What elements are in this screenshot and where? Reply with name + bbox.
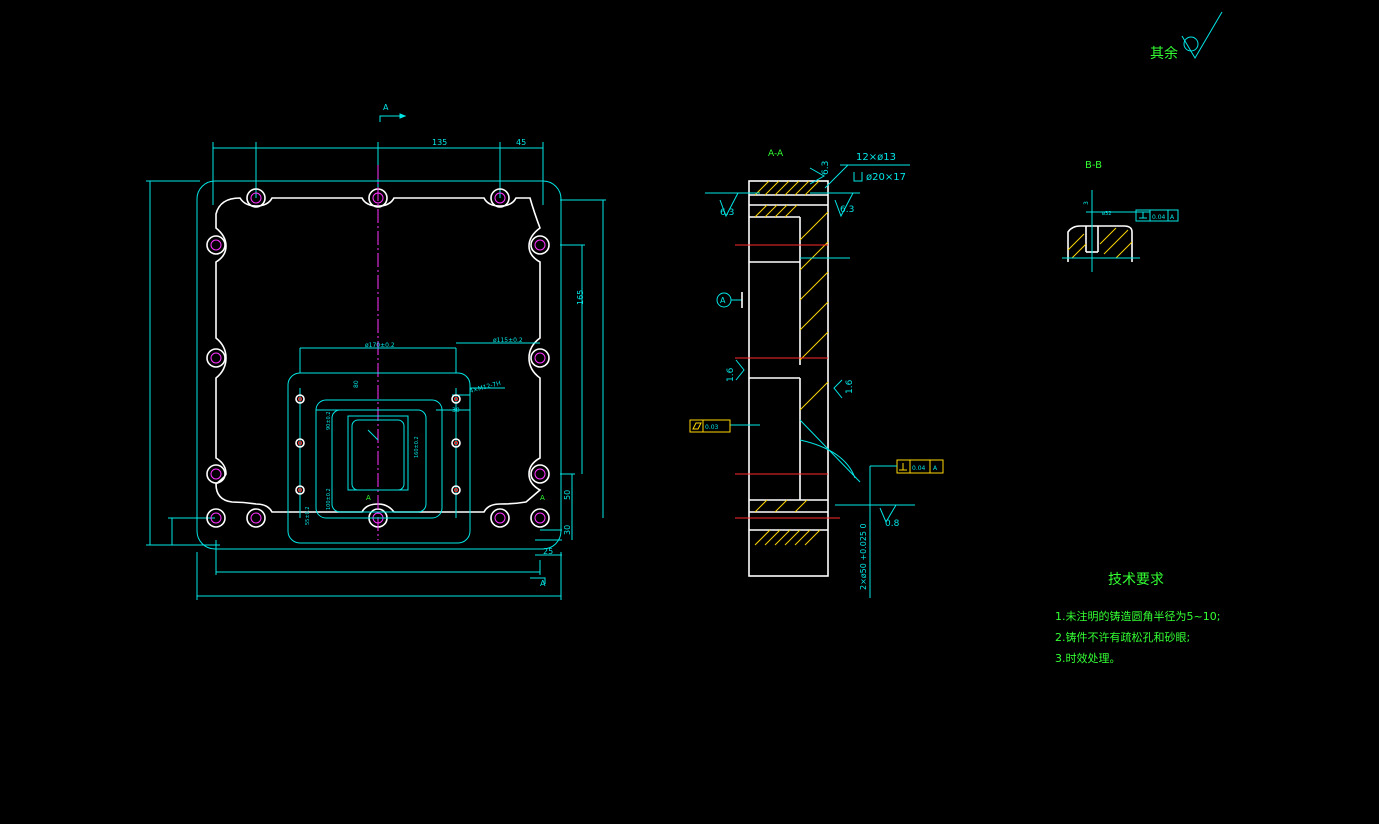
flatness-value: 0.03 [705,424,719,431]
tech-item-3: 3.时效处理。 [1055,651,1121,665]
detail-dimensions [1062,190,1150,272]
bore-dimension: 2×ø50 +0.025 0 [859,523,868,590]
dim-135: 135 [432,138,447,147]
dim-45: 45 [516,138,526,147]
dim-50: 50 [563,490,572,500]
tech-item-2: 2.铸件不许有疏松孔和砂眼; [1055,630,1190,644]
counterbore: ø20×17 [866,172,906,183]
boss-holes [295,394,461,495]
detail-perpendicularity-icon [1139,212,1147,219]
central-boss [287,342,540,544]
dim-170: ø170±0.2 [365,342,395,349]
front-view: A 135 45 [146,103,606,600]
flatness-icon [692,422,702,430]
section-arrow-label-top: A [383,103,389,112]
dim-4: 100±0.2 [326,488,332,510]
detail-title: B-B [1085,160,1102,171]
datum-label: A [720,296,726,305]
perp-datum: A [933,465,938,472]
detail-hatch [1067,227,1133,259]
datum-a-symbol [716,292,743,308]
flatness-frame [689,419,731,433]
dim-1: 90±0.2 [326,411,332,430]
detail-depth: 3 [1083,201,1090,205]
dim-30b: 30 [563,525,572,535]
perp-frame [870,459,944,474]
roughness-note-label: 其余 [1150,45,1178,62]
detail-perp-frame [1135,209,1179,222]
section-centerlines [735,244,840,519]
section-dimensions [705,164,915,598]
dim-5: 55±0.2 [305,506,311,525]
section-view: A-A [689,149,944,598]
tech-requirements: 技术要求 1.未注明的铸造圆角半径为5~10; 2.铸件不许有疏松孔和砂眼; 3… [1055,572,1220,665]
section-hatch [754,180,829,546]
perp-value: 0.04 [912,465,926,472]
dim-thread: 4×M12-7H [469,380,502,395]
detail-perp-value: 0.04 [1152,214,1166,221]
bolt-holes [206,188,550,528]
bottom-arrow-label: A [540,579,546,588]
detail-perp-datum: A [1170,214,1175,221]
roughness-symbol-icon [1181,11,1223,59]
rough-63-left: 6.3 [720,208,734,218]
bottom-dimensions [196,540,562,600]
section-title: A-A [768,149,784,159]
plate-outline [196,180,562,550]
right-dimensions [535,199,606,556]
section-arrow-top [379,113,407,122]
perpendicularity-icon [899,463,907,471]
tech-heading: 技术要求 [1108,572,1164,588]
hole-callout: 12×ø13 [856,152,896,163]
tech-item-1: 1.未注明的铸造圆角半径为5~10; [1055,609,1220,623]
roughness-symbols-icon [719,167,897,524]
dim-80: 80 [353,380,360,388]
roughness-note: 其余 [1150,11,1223,62]
detail-dim-small: ø32 [1102,211,1111,217]
section-mark-a-right: A [540,494,545,502]
gasket-outline [215,197,542,513]
dim-115: ø115±0.2 [493,337,523,344]
rough-16-left: 1.6 [726,367,736,382]
dim-30: 30 [452,407,460,414]
top-dimensions [212,142,544,205]
detail-view: B-B 0.04 A ø32 3 [1062,160,1179,272]
counterbore-icon [853,172,863,182]
dim-3: 160±0.2 [414,436,420,458]
rough-63-right: 6.3 [840,205,854,215]
dim-165: 165 [576,290,585,305]
rough-08: 0.8 [885,519,900,529]
rough-16-right: 1.6 [845,379,855,394]
section-mark-a-left: A [366,494,371,502]
rough-63-top: 6.3 [821,161,831,175]
dim-25: 25 [543,547,553,556]
section-outline [748,180,829,577]
